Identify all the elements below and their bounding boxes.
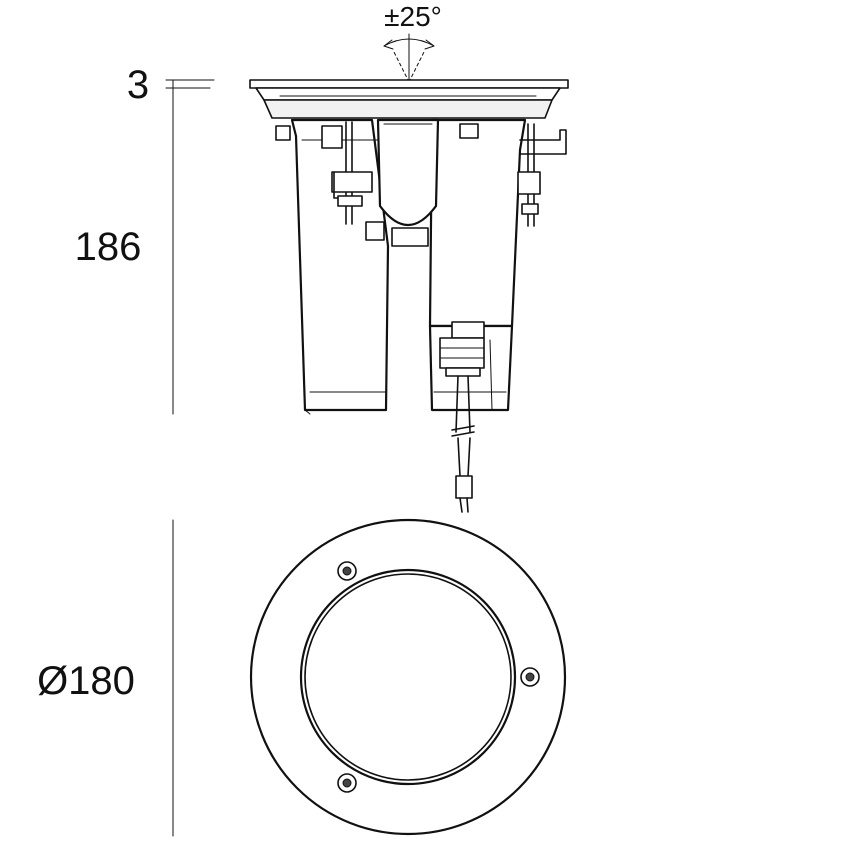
diameter-label: Ø180 (37, 659, 135, 703)
screw-bottom (337, 773, 357, 793)
height-label: 186 (75, 225, 142, 269)
luminaire-side-view (249, 79, 569, 513)
tilt-angle-indicator (383, 33, 435, 83)
rim-thickness-label: 3 (127, 63, 149, 107)
tilt-angle-label: ±25° (384, 1, 442, 32)
luminaire-front-view (249, 518, 567, 836)
screw-right (520, 667, 540, 687)
screw-top (337, 561, 357, 581)
